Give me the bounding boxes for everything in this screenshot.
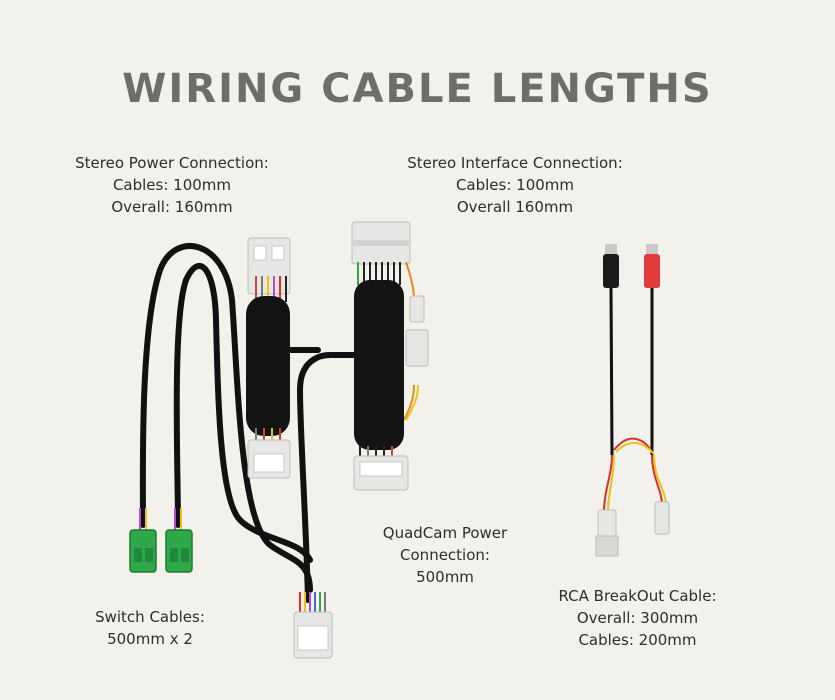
- stereo-power-line2: Cables: 100mm: [112, 176, 232, 194]
- switch-cables-line1: Switch Cables:: [95, 608, 205, 626]
- quadcam-power-connector: [293, 592, 333, 659]
- switch-connectors: [129, 529, 193, 573]
- stereo-power-harness: [246, 237, 291, 479]
- stereo-power-line1: Stereo Power Connection:: [75, 154, 269, 172]
- stereo-power-line3: Overall: 160mm: [111, 198, 233, 216]
- quadcam-power-line3: 500mm: [416, 568, 474, 586]
- switch-connector-wires: [139, 508, 182, 532]
- stereo-interface-label: Stereo Interface Connection: Cables: 100…: [395, 152, 635, 218]
- page-title: WIRING CABLE LENGTHS: [122, 66, 713, 112]
- rca-breakout-line1: RCA BreakOut Cable:: [558, 587, 717, 605]
- stereo-interface-harness: [351, 221, 429, 491]
- stereo-interface-line1: Stereo Interface Connection:: [407, 154, 623, 172]
- stereo-power-label: Stereo Power Connection: Cables: 100mm O…: [62, 152, 282, 218]
- quadcam-power-label: QuadCam Power Connection: 500mm: [370, 522, 520, 588]
- quadcam-power-line1: QuadCam Power: [382, 524, 508, 542]
- stereo-interface-line3: Overall 160mm: [456, 198, 574, 216]
- stereo-interface-line2: Cables: 100mm: [455, 176, 575, 194]
- rca-breakout-line3: Cables: 200mm: [578, 631, 697, 649]
- switch-cables-label: Switch Cables: 500mm x 2: [80, 606, 220, 650]
- switch-cable-loops: [139, 243, 361, 603]
- quadcam-power-line2: Connection:: [400, 546, 490, 564]
- rca-breakout-line2: Overall: 300mm: [576, 609, 699, 627]
- rca-breakout-cable: [595, 244, 670, 557]
- switch-cables-line2: 500mm x 2: [107, 630, 193, 648]
- rca-breakout-label: RCA BreakOut Cable: Overall: 300mm Cable…: [545, 585, 730, 651]
